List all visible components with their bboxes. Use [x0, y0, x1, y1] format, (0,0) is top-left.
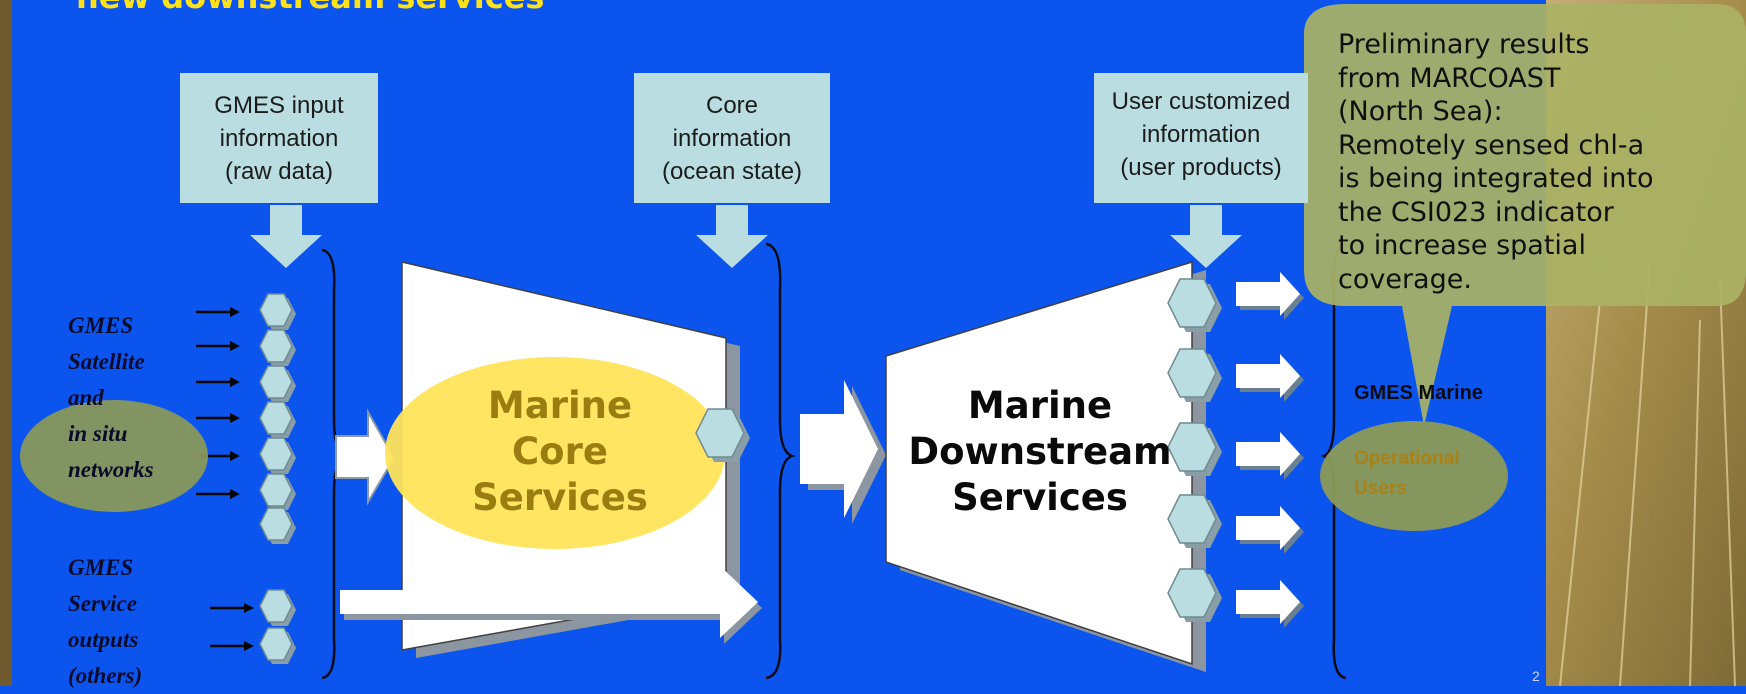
- callout-line7: to increase spatial: [1338, 230, 1586, 261]
- satellite-line5: networks: [68, 457, 154, 482]
- core-info-line1: Core: [705, 92, 759, 119]
- page-number: 2: [1532, 668, 1540, 684]
- downstream-services-label: Marine Downstream Services: [890, 383, 1190, 521]
- operational-line2: Users: [1354, 478, 1407, 499]
- outputs-line4: (others): [68, 663, 143, 688]
- satellite-label: GMES Satellite and in situ networks: [68, 308, 154, 488]
- callout-line3: (North Sea):: [1338, 96, 1503, 127]
- downstream-line2: Downstream: [908, 430, 1172, 473]
- slide-title: new downstream services: [76, 0, 544, 16]
- core-line3: Services: [472, 476, 648, 519]
- user-info-box: User customized information (user produc…: [1094, 73, 1308, 203]
- gmes-input-box: GMES input information (raw data): [180, 73, 378, 203]
- gmes-input-line3: (raw data): [224, 158, 334, 185]
- service-outputs-label: GMES Service outputs (others): [68, 550, 142, 694]
- downstream-line3: Services: [952, 476, 1128, 519]
- users-highlight: [1320, 421, 1508, 531]
- core-info-line3: (ocean state): [661, 158, 803, 185]
- user-info-line3: (user products): [1120, 154, 1282, 181]
- downstream-line1: Marine: [967, 384, 1113, 427]
- callout-line1: Preliminary results: [1338, 29, 1590, 60]
- operational-users-label: Operational Users: [1354, 444, 1460, 504]
- callout-line6: the CSI023 indicator: [1338, 196, 1614, 228]
- satellite-line3: and: [68, 385, 104, 410]
- bypass-arrow: [340, 566, 762, 644]
- satellite-line1: GMES: [68, 313, 134, 338]
- core-info-line2: information: [672, 125, 792, 152]
- output-arrows: [1236, 272, 1304, 628]
- gmes-input-line2: information: [219, 125, 339, 152]
- satellite-line4: in situ: [68, 421, 128, 446]
- core-services-label: Marine Core Services: [440, 383, 680, 521]
- input-hexagons: [259, 293, 297, 665]
- gmes-input-line1: GMES input: [214, 92, 344, 119]
- outputs-line3: outputs: [68, 627, 139, 652]
- left-photo-edge: [0, 0, 12, 686]
- operational-line1: Operational: [1354, 448, 1460, 469]
- user-info-line1: User customized: [1111, 88, 1291, 115]
- middle-arrow: [800, 380, 878, 518]
- callout-line4: Remotely sensed chl-a: [1338, 129, 1645, 161]
- grass-strands: [1559, 259, 1736, 686]
- core-line1: Marine: [487, 384, 633, 427]
- user-info-line2: information: [1141, 121, 1261, 148]
- callout-text: Preliminary results from MARCOAST (North…: [1338, 28, 1668, 296]
- callout-line2: from MARCOAST: [1338, 62, 1561, 94]
- callout-line8: coverage.: [1338, 263, 1472, 295]
- gmes-marine-label: GMES Marine: [1354, 382, 1483, 404]
- networks-highlight: [20, 400, 208, 512]
- core-info-box: Core information (ocean state): [634, 73, 830, 203]
- downstream-shape: [885, 260, 1206, 672]
- callout-bubble: [1304, 4, 1746, 426]
- callout-line5: is being integrated into: [1338, 163, 1654, 194]
- outputs-line1: GMES: [68, 555, 134, 580]
- input-down-arrows: [250, 205, 1242, 268]
- core-highlight: [385, 357, 725, 549]
- satellite-line2: Satellite: [68, 349, 145, 374]
- core-input-arrow: [335, 408, 396, 506]
- input-arrows: [194, 305, 256, 653]
- core-line2: Core: [512, 430, 608, 473]
- outputs-line2: Service: [68, 591, 137, 616]
